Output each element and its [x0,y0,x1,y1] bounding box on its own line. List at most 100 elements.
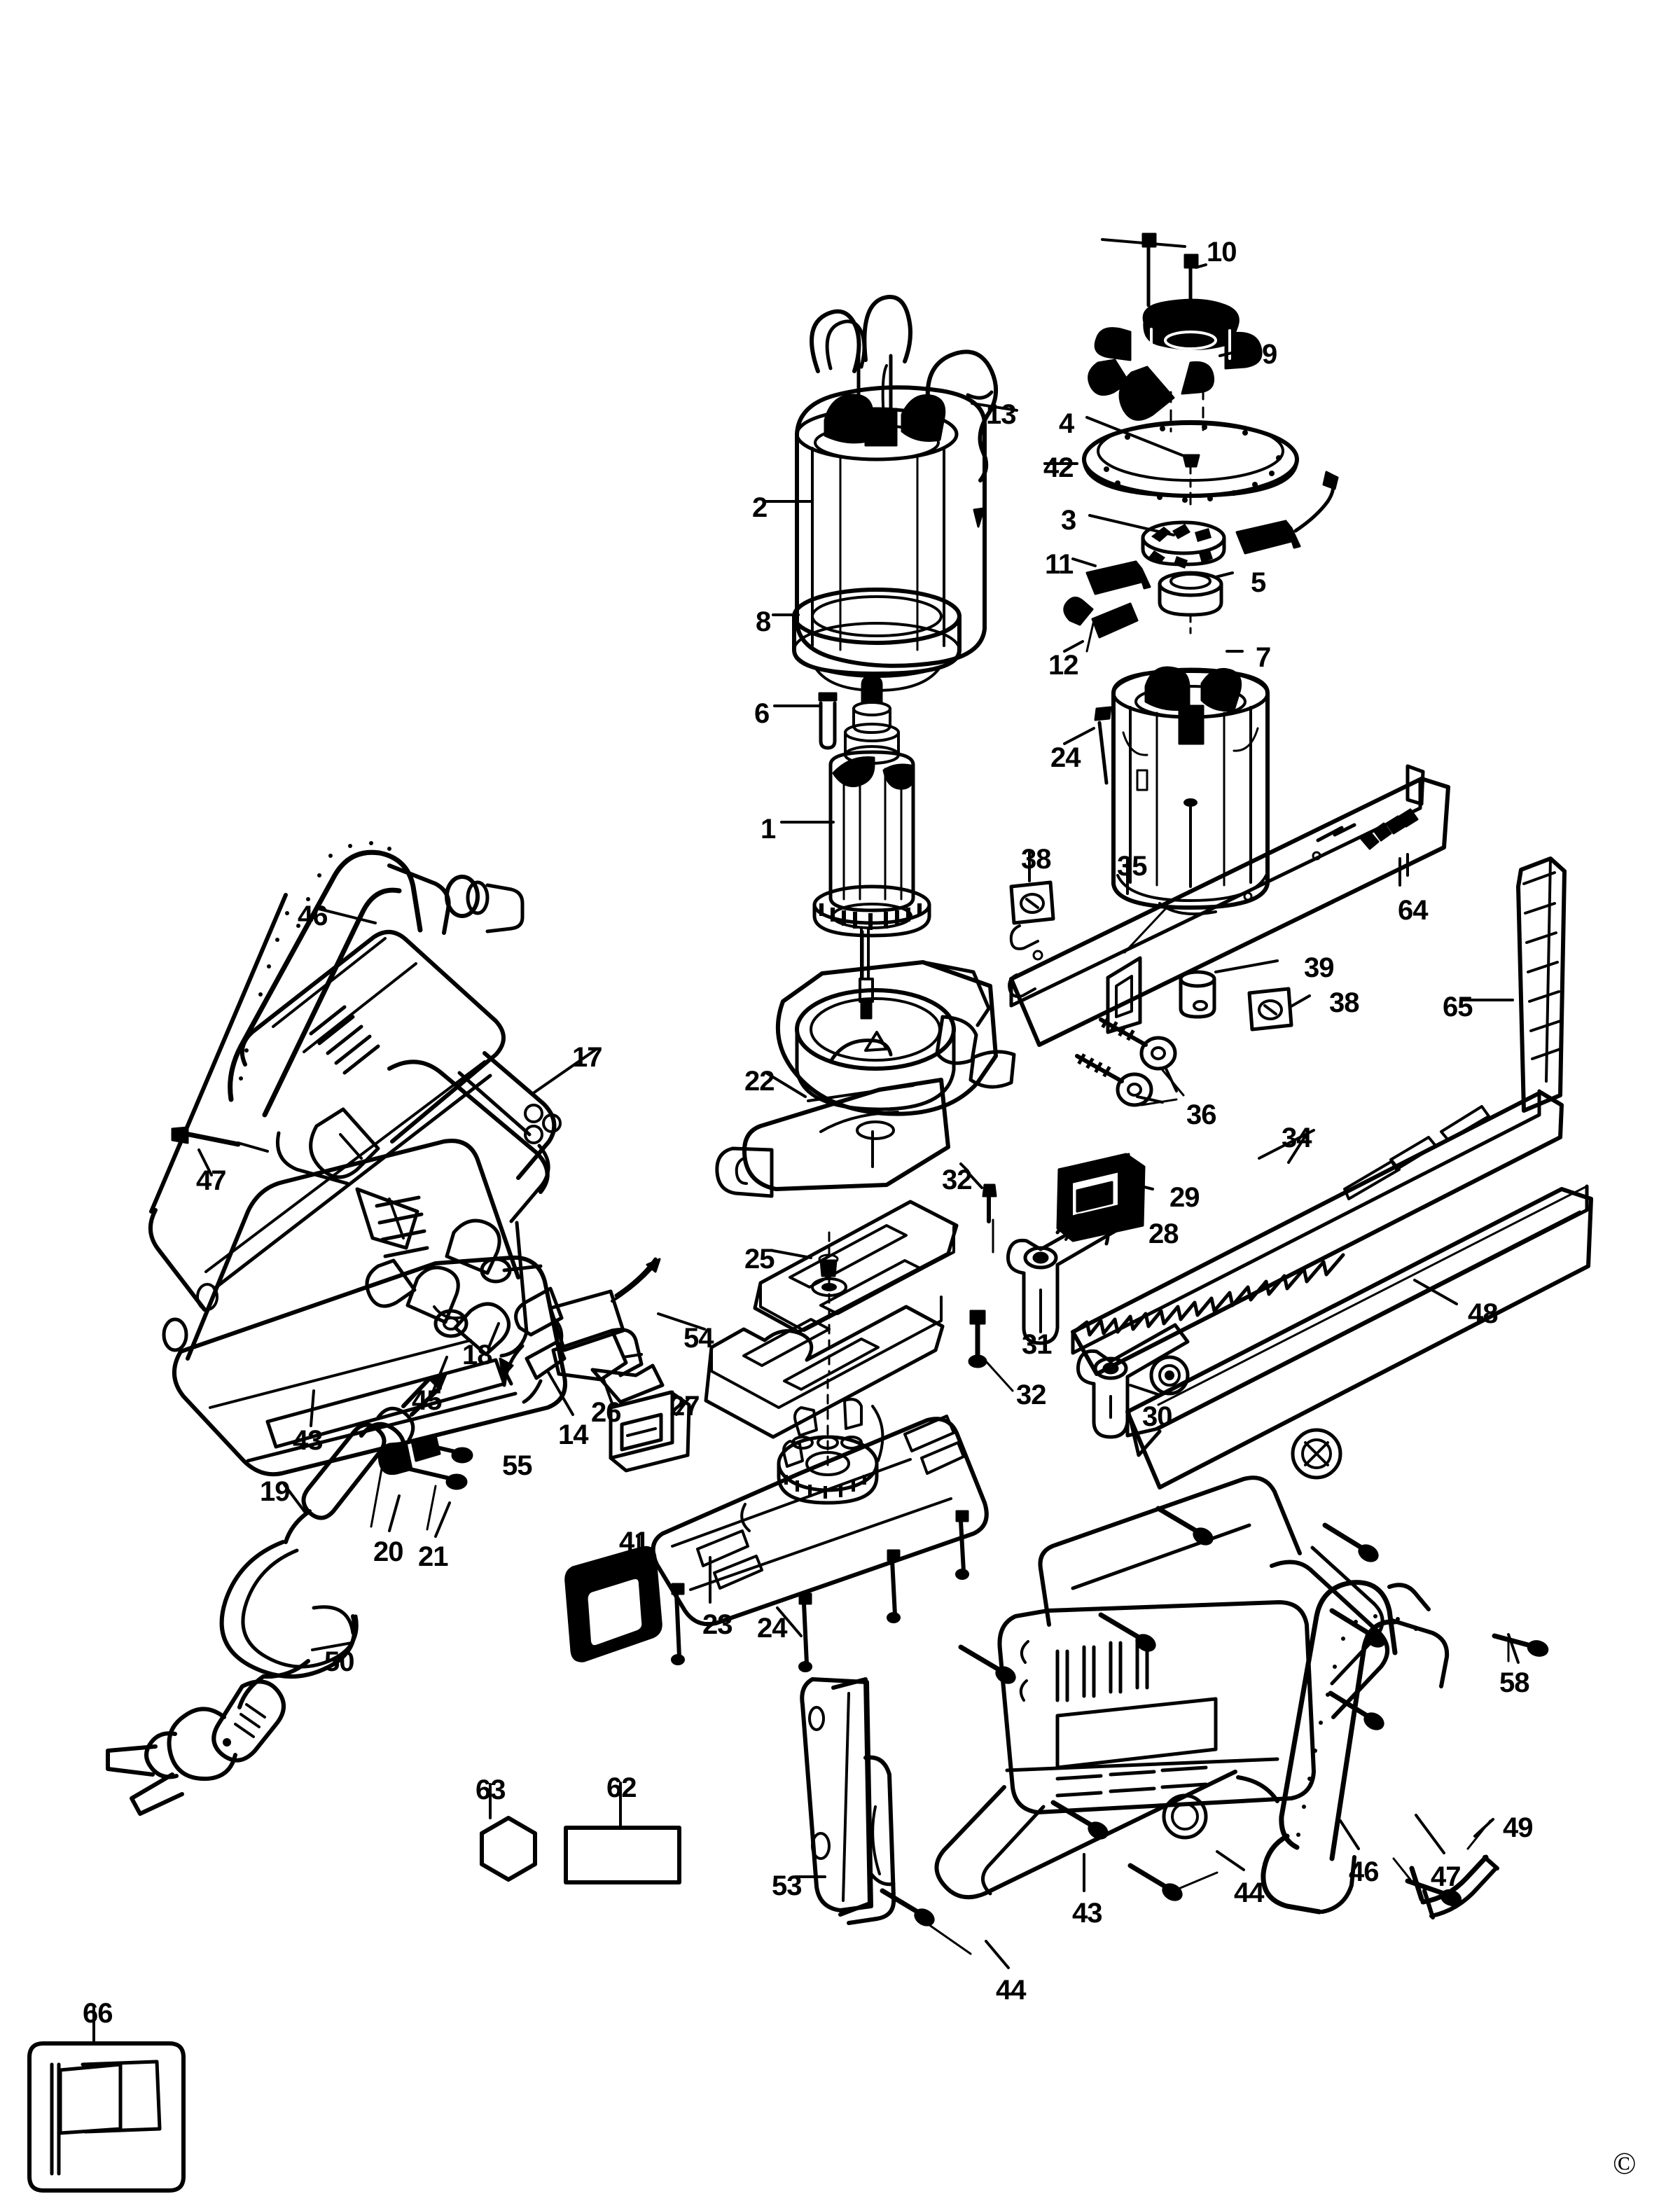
part-55-screw [501,1365,513,1386]
callout-number-47: 47 [196,1165,226,1196]
leader-lines [92,238,1520,2045]
part-3-fan [1141,520,1226,569]
callout-number-21: 21 [418,1541,448,1572]
callout-number-8: 8 [756,606,771,637]
part-2-stator [795,295,987,668]
callout-number-46: 46 [298,901,328,931]
part-46-handle-right [1261,1580,1450,1915]
callout-number-14: 14 [558,1419,588,1450]
part-41-gasket [564,1546,662,1662]
part-23-gear-case-lower [651,1378,989,1627]
part-7-motor-housing [1111,666,1270,954]
part-36-screws [1075,1017,1185,1107]
callout-number-42: 42 [1043,452,1074,483]
callout-number-17: 17 [572,1042,602,1073]
part-29-bumper [1056,1153,1146,1242]
part-46-handle-left [228,849,525,1118]
part-48-guide-rail [1125,1184,1593,1490]
callout-number-54: 54 [683,1323,714,1354]
part-9-brush-holder [1088,298,1263,421]
part-8-baffle [792,588,962,692]
callout-number-45: 45 [412,1385,442,1416]
callout-number-64: 64 [1398,895,1428,926]
callout-number-9: 9 [1262,339,1277,370]
callout-number-66: 66 [83,1998,113,2029]
callout-number-41: 41 [619,1527,649,1557]
callout-number-24: 24 [757,1613,787,1644]
callout-number-3: 3 [1061,505,1076,536]
part-20-cord-clamp [370,1434,441,1528]
callout-number-4: 4 [1059,408,1074,439]
part-39-spacer [1179,970,1216,1019]
callout-number-50: 50 [324,1646,354,1677]
part-46-texture [239,841,391,1081]
callout-number-63: 63 [475,1775,506,1805]
callout-number-28: 28 [1148,1218,1179,1249]
callout-number-62: 62 [606,1772,637,1803]
callout-number-58: 58 [1499,1667,1529,1698]
callout-number-23: 23 [702,1609,733,1640]
callout-number-30: 30 [1142,1401,1172,1432]
part-4-pin [1182,454,1200,500]
part-42-texture [1104,424,1282,503]
part-13-brush-lead [925,349,999,528]
callout-number-39: 39 [1304,952,1334,983]
callout-number-32: 32 [1016,1380,1046,1410]
part-30-link-arm [1076,1323,1190,1439]
part-46-texture-right [1296,1614,1418,1837]
callout-number-25: 25 [744,1244,775,1275]
part-35-guide-bar [1008,777,1450,1047]
part-1-armature [812,675,931,1020]
copyright-mark: © [1613,2146,1637,2181]
callout-number-43: 43 [293,1425,323,1456]
part-31-link-arm [1006,1211,1120,1345]
part-21-clamp-screws [408,1440,473,1531]
callout-number-65: 65 [1443,992,1473,1022]
callout-number-32: 32 [942,1165,972,1195]
part-24-screw-upper [1094,706,1112,785]
callout-number-2: 2 [752,492,768,523]
part-47-screw-left [171,1126,269,1153]
part-22-gear-case [715,960,1016,1198]
part-32-screw-lower [968,1310,1014,1392]
part-65-blade-sheath [1516,856,1567,1113]
callout-number-49: 49 [1503,1812,1533,1843]
part-25-fastener [811,1231,847,1374]
part-27-grommet [609,1390,691,1473]
callout-number-5: 5 [1251,567,1266,598]
callout-number-36: 36 [1186,1099,1216,1130]
callout-number-11: 11 [1045,549,1074,580]
callout-number-1: 1 [761,814,776,845]
part-63-hex-plug [480,1816,537,1882]
callout-number-31: 31 [1022,1329,1052,1360]
part-53-guard [800,1677,896,1925]
callout-number-24: 24 [1050,742,1081,773]
callout-number-35: 35 [1117,851,1147,882]
callout-number-53: 53 [772,1870,802,1901]
callout-number-34: 34 [1282,1123,1312,1153]
callout-number-10: 10 [1207,237,1237,268]
part-54-switch [548,1257,665,1404]
callout-number-46: 46 [1349,1856,1379,1887]
part-34-cutter-blade [1071,1089,1564,1376]
callout-number-48: 48 [1468,1298,1498,1329]
part-44-screws [880,1506,1386,1955]
part-24-screws-lower [798,1510,969,1672]
callout-number-7: 7 [1256,642,1271,673]
part-38-washer-left [1009,880,1055,925]
callout-number-47: 47 [1431,1861,1461,1892]
callout-number-19: 19 [260,1476,290,1507]
callout-number-22: 22 [744,1066,775,1097]
callout-number-26: 26 [591,1397,621,1428]
callout-number-38: 38 [1021,844,1051,875]
callout-number-20: 20 [373,1536,403,1567]
callout-number-29: 29 [1169,1182,1200,1213]
callout-number-44: 44 [1234,1877,1264,1908]
callout-number-55: 55 [502,1450,532,1481]
part-11-brush [1235,471,1339,555]
callout-number-44: 44 [996,1975,1026,2006]
part-50-power-cord [106,1540,359,1816]
part-25-plate-upper [753,1200,959,1334]
callout-number-6: 6 [754,698,770,729]
